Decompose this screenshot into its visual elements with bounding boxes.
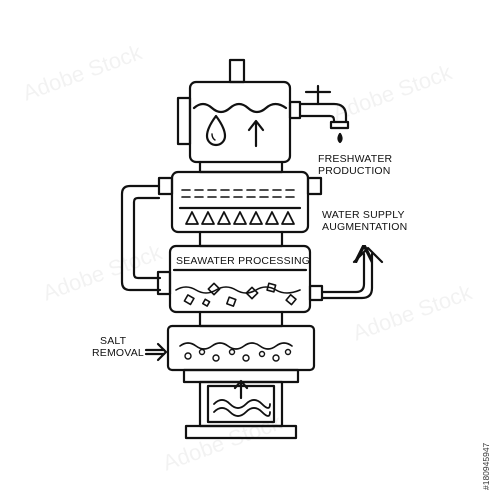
salt-removal-label: SALT REMOVAL <box>92 335 144 359</box>
seawater-intake-base <box>182 368 300 440</box>
salt-particles <box>184 348 292 362</box>
filter-membrane <box>185 211 295 225</box>
filter-chamber <box>157 170 323 248</box>
water-drop-icon <box>205 114 227 147</box>
svg-text:FRESHWATER: FRESHWATER <box>318 153 393 165</box>
freshwater-tank <box>176 58 292 174</box>
svg-text:AUGMENTATION: AUGMENTATION <box>322 221 407 233</box>
svg-text:REMOVAL: REMOVAL <box>92 347 144 359</box>
intake-up-arrow-icon <box>233 379 249 400</box>
wave-icon <box>213 399 271 417</box>
salt-crystals <box>183 282 297 307</box>
supply-label: WATER SUPPLY AUGMENTATION <box>322 209 407 233</box>
supply-pipe <box>320 254 364 294</box>
faucet-icon <box>288 84 350 144</box>
svg-text:SALT: SALT <box>100 335 127 347</box>
stock-id: #180945947 <box>481 442 491 490</box>
svg-text:PRODUCTION: PRODUCTION <box>318 165 391 177</box>
droplet-highlight <box>211 133 216 141</box>
freshwater-label: FRESHWATER PRODUCTION <box>318 153 393 177</box>
salt-removal-chamber <box>144 324 316 372</box>
salt-removal-arrow <box>144 342 168 362</box>
processing-label: SEAWATER PROCESSING <box>176 255 310 267</box>
recirculation-pipe <box>120 184 162 292</box>
up-arrow-icon <box>247 119 265 148</box>
svg-text:WATER SUPPLY: WATER SUPPLY <box>322 209 405 221</box>
